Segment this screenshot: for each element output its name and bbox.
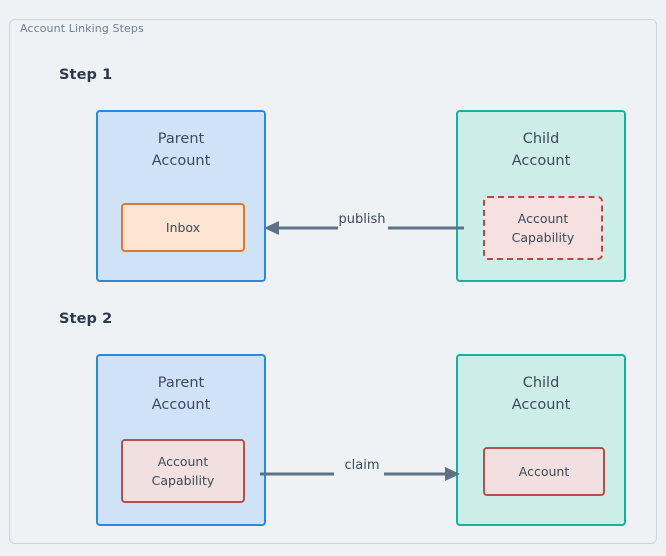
step-1-account-capability-box[interactable]: Account Capability	[483, 196, 603, 260]
step-2-child-title-line-1: Child	[522, 375, 560, 391]
step-1-child-account-title: Child Account	[458, 128, 624, 172]
step-1-capability-line-1: Account	[517, 211, 569, 226]
step-2-account-box[interactable]: Account	[483, 447, 605, 496]
step-1-parent-title-line-2: Account	[151, 153, 211, 169]
step-2-child-title-line-2: Account	[511, 397, 571, 413]
step-1-inbox-label: Inbox	[165, 220, 201, 235]
frame-title: Account Linking Steps	[20, 22, 144, 35]
step-2-parent-account-box[interactable]: Parent Account Account Capability	[96, 354, 266, 526]
step-1-connector-label: publish	[338, 212, 386, 227]
step-1-child-title-line-2: Account	[511, 153, 571, 169]
step-1-parent-account-box[interactable]: Parent Account Inbox	[96, 110, 266, 282]
step-2-child-account-title: Child Account	[458, 372, 624, 416]
step-1-parent-account-title: Parent Account	[98, 128, 264, 172]
claim-arrow-icon	[260, 467, 460, 481]
publish-arrow-icon	[264, 221, 464, 235]
step-1-connector: publish	[260, 212, 464, 244]
step-1-inbox-box[interactable]: Inbox	[121, 203, 245, 252]
step-2-connector: claim	[260, 458, 464, 490]
step-1-parent-title-line-1: Parent	[157, 131, 205, 147]
step-2-capability-line-1: Account	[157, 454, 209, 469]
diagram-frame: Account Linking Steps Step 1 Parent Acco…	[9, 19, 657, 544]
step-2-parent-title-line-1: Parent	[157, 375, 205, 391]
step-1-child-account-box[interactable]: Child Account Account Capability	[456, 110, 626, 282]
step-1-account-capability-label: Account Capability	[512, 209, 575, 247]
step-2-child-account-box[interactable]: Child Account Account	[456, 354, 626, 526]
step-1-child-title-line-1: Child	[522, 131, 560, 147]
step-2-account-capability-label: Account Capability	[152, 452, 215, 490]
step-2-parent-account-title: Parent Account	[98, 372, 264, 416]
step-2-capability-line-2: Capability	[151, 473, 215, 488]
step-2-account-label: Account	[518, 464, 570, 479]
step-2-connector-label: claim	[344, 458, 380, 473]
step-2-account-capability-box[interactable]: Account Capability	[121, 439, 245, 503]
step-1-capability-line-2: Capability	[511, 230, 575, 245]
step-2-label: Step 2	[59, 311, 113, 327]
step-2-parent-title-line-2: Account	[151, 397, 211, 413]
step-1-label: Step 1	[59, 67, 113, 83]
